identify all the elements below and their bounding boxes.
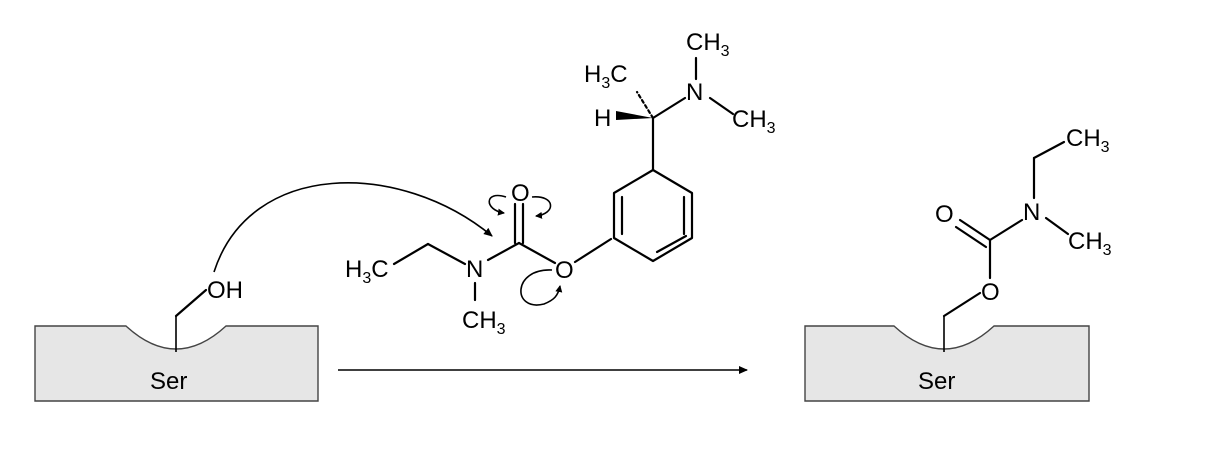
n-right-methyl-label: CH3	[732, 106, 776, 137]
n-methyl-label: CH3	[462, 307, 506, 338]
serine-left-ch2-bond	[174, 288, 208, 318]
product-amide-nitrogen: N	[1023, 199, 1040, 226]
n-top-methyl-label: CH3	[686, 29, 730, 60]
serine-right-label: Ser	[918, 368, 955, 395]
chiral-n-bond	[651, 96, 687, 120]
product-n-methyl-label: CH3	[1068, 228, 1112, 259]
product-carbonyl-bond-a	[958, 218, 992, 242]
ethyl-bond-2	[426, 242, 467, 266]
curl-arrow-ester	[520, 269, 563, 306]
chiral-methyl-label: H3C	[584, 61, 628, 92]
serine-right-ch2-bond	[942, 291, 982, 318]
product-ethyl-bond-2	[1032, 140, 1066, 160]
n-right-methyl-bond	[708, 96, 735, 116]
chiral-methyl-bond	[635, 90, 655, 120]
product-ethyl-ch3-label: CH3	[1066, 125, 1110, 156]
serine-left-label: Ser	[150, 368, 187, 395]
n-carbonyl-bond	[486, 241, 521, 262]
reactant-molecule: H3C N CH3 O O H H3C N CH3 CH3	[345, 29, 776, 338]
chiral-h: H	[594, 105, 611, 132]
curl-arrow-right	[531, 196, 552, 219]
product-n-methyl-bond	[1044, 216, 1070, 236]
wedge-bond	[616, 111, 653, 120]
attack-arrow	[213, 182, 493, 273]
benzene-ring	[612, 168, 694, 263]
product-carbonyl-oxygen: O	[935, 201, 954, 228]
ester-oxygen: O	[555, 257, 574, 284]
enzyme-right: Ser	[804, 291, 1090, 402]
product-carbonyl-n-bond	[988, 218, 1024, 242]
enzyme-right-body	[804, 325, 1090, 402]
curl-arrow-left	[488, 194, 507, 216]
hydroxyl-label: OH	[207, 277, 243, 304]
product-carbamate: O O N CH3 CH3	[935, 125, 1112, 306]
benzene-inner-3	[655, 234, 688, 254]
ethyl-bond-1	[392, 242, 430, 266]
carbonyl-ester-bond	[517, 241, 557, 265]
amide-nitrogen: N	[466, 256, 483, 283]
enzyme-left-body	[34, 325, 319, 402]
ethyl-ch3-label: H3C	[345, 256, 389, 287]
product-carbonyl-bond-b	[954, 225, 988, 249]
product-ester-oxygen: O	[981, 279, 1000, 306]
carbonyl-oxygen: O	[511, 180, 530, 207]
enzyme-left: Ser OH	[34, 277, 319, 402]
dimethylamino-n: N	[686, 79, 703, 106]
ester-aryl-bond	[573, 237, 613, 264]
